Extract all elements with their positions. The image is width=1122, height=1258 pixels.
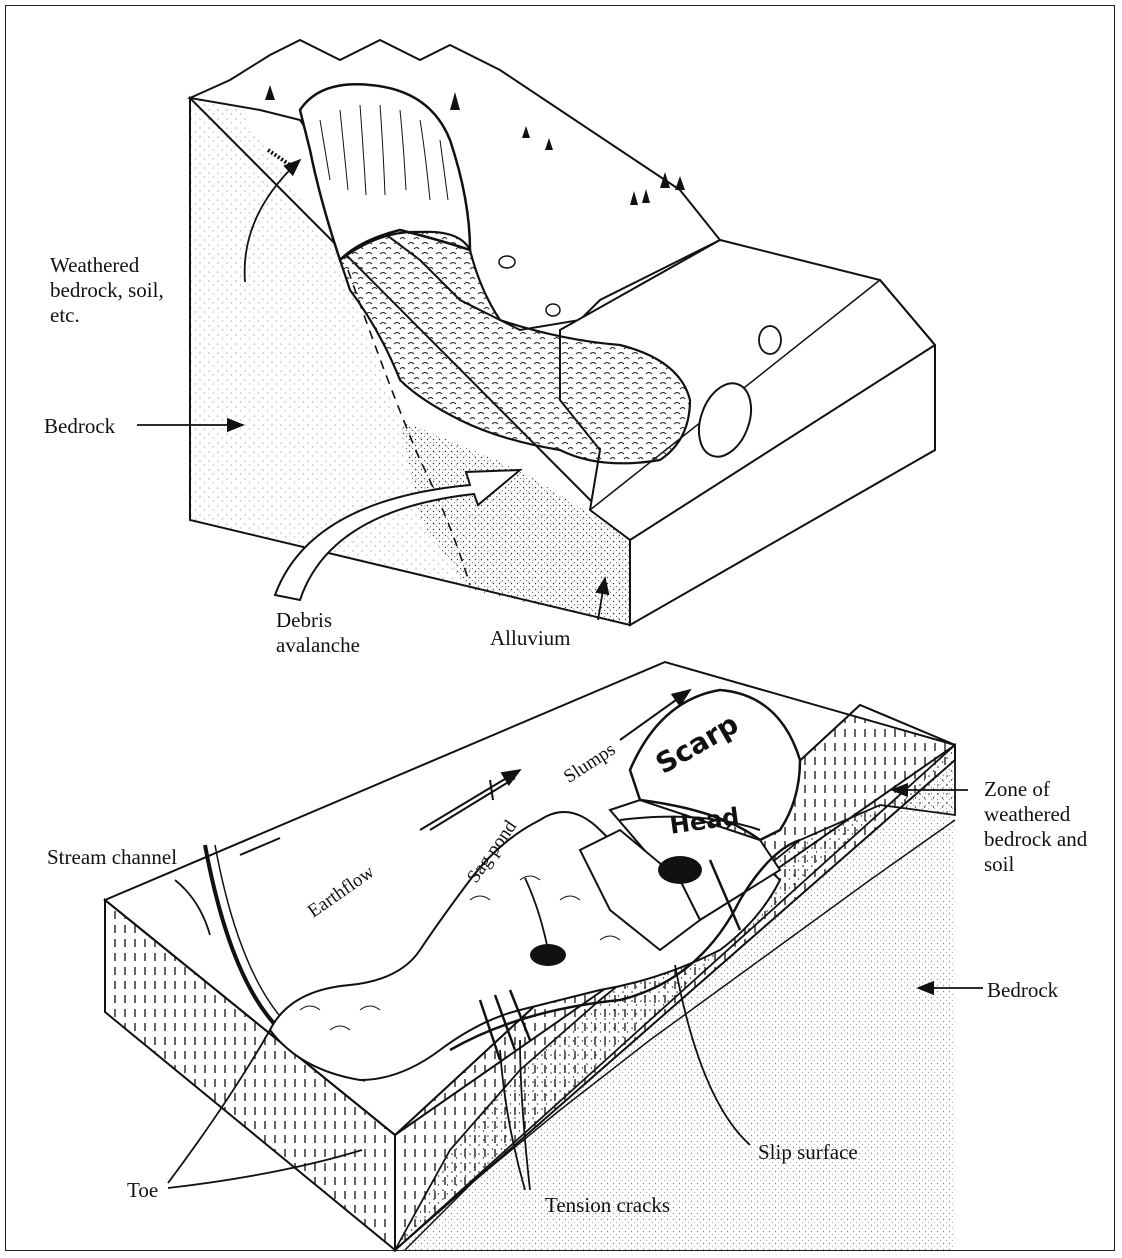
label-alluvium: Alluvium <box>490 626 571 651</box>
label-bedrock-bottom: Bedrock <box>987 978 1058 1003</box>
label-debris-avalanche: Debris avalanche <box>276 608 360 658</box>
label-zone-weathered: Zone of weathered bedrock and soil <box>984 777 1087 877</box>
label-bedrock-top: Bedrock <box>44 414 115 439</box>
debris-avalanche-block <box>190 40 935 625</box>
label-stream-channel: Stream channel <box>47 845 177 870</box>
label-tension-cracks: Tension cracks <box>545 1193 670 1218</box>
label-weathered-bedrock: Weathered bedrock, soil, etc. <box>50 253 164 328</box>
label-slip-surface: Slip surface <box>758 1140 858 1165</box>
label-toe: Toe <box>127 1178 158 1203</box>
